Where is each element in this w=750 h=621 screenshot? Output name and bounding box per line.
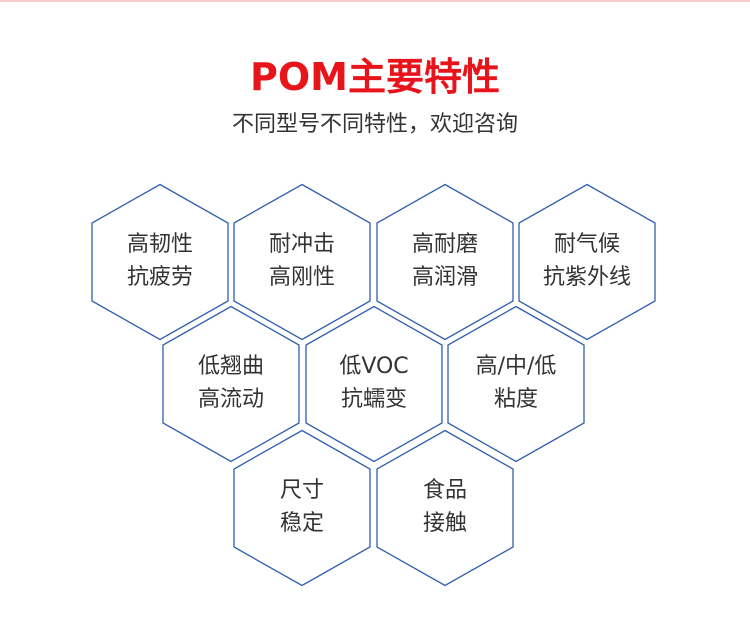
hexagon-feature	[162, 305, 300, 463]
feature-line2: 抗蠕变	[340, 387, 407, 412]
hexagon-feature	[233, 429, 371, 587]
feature-line1: 低VOC	[339, 354, 409, 379]
top-divider	[0, 0, 750, 2]
feature-line1: 高耐磨	[411, 232, 478, 257]
hexagon-feature	[305, 305, 443, 463]
hexagon-feature	[447, 305, 585, 463]
feature-label: 高/中/低粘度	[448, 350, 584, 416]
feature-label: 尺寸稳定	[234, 474, 370, 540]
feature-line2: 高润滑	[411, 265, 478, 290]
feature-line2: 抗紫外线	[542, 265, 631, 290]
feature-line1: 高/中/低	[475, 354, 557, 379]
hexagon-feature	[376, 183, 514, 341]
page-title: POM主要特性	[250, 55, 500, 99]
feature-line2: 粘度	[493, 387, 538, 412]
feature-label: 耐冲击高刚性	[234, 228, 370, 294]
feature-label: 低翘曲高流动	[163, 350, 299, 416]
hexagon-feature	[518, 183, 656, 341]
feature-line1: 尺寸	[279, 478, 324, 503]
feature-line1: 耐气候	[553, 232, 620, 257]
feature-line2: 稳定	[279, 511, 324, 536]
feature-line1: 低翘曲	[197, 354, 264, 379]
feature-line1: 食品	[422, 478, 467, 503]
feature-label: 食品接触	[377, 474, 513, 540]
feature-line2: 高流动	[197, 387, 264, 412]
feature-label: 耐气候抗紫外线	[519, 228, 655, 294]
feature-label: 高耐磨高润滑	[377, 228, 513, 294]
feature-label: 高韧性抗疲劳	[92, 228, 228, 294]
feature-line1: 高韧性	[126, 232, 193, 257]
feature-line1: 耐冲击	[268, 232, 335, 257]
page-subtitle: 不同型号不同特性，欢迎咨询	[231, 112, 518, 137]
feature-line2: 高刚性	[268, 265, 335, 290]
hexagon-feature	[91, 183, 229, 341]
feature-line2: 抗疲劳	[126, 265, 193, 290]
hexagon-feature	[233, 183, 371, 341]
feature-line2: 接触	[422, 511, 467, 536]
feature-label: 低VOC 抗蠕变	[306, 350, 442, 416]
hexagon-feature	[376, 429, 514, 587]
